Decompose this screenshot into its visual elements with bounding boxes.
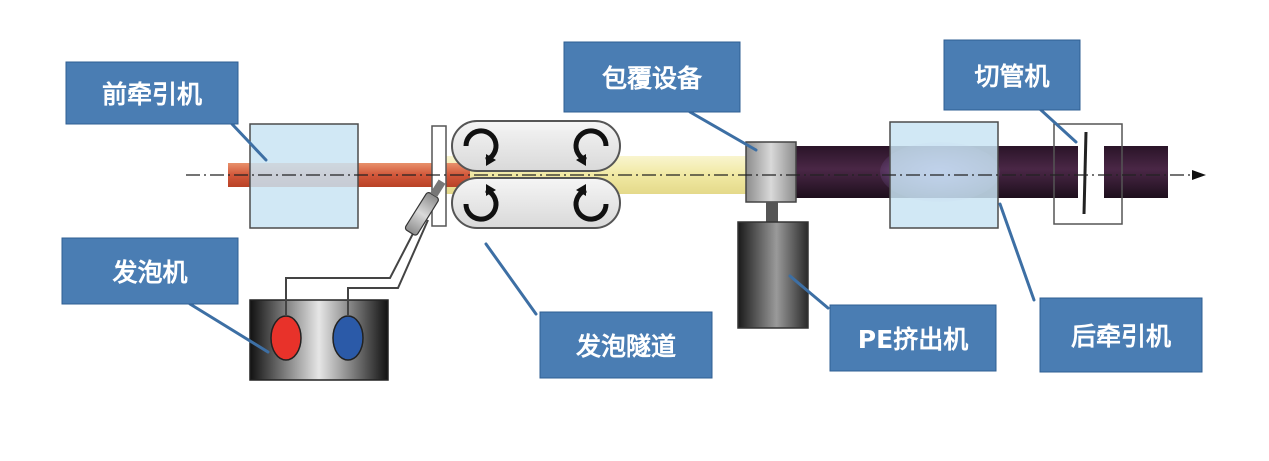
front-puller-frame	[249, 123, 359, 229]
label-pipe-cutter: 切管机	[943, 39, 1081, 111]
leader-line	[230, 122, 268, 162]
leader-line	[484, 242, 538, 316]
label-rear-puller: 后牵引机	[1039, 297, 1203, 373]
label-front-puller: 前牵引机	[65, 61, 239, 125]
leader-line	[788, 274, 830, 310]
label-foaming-machine: 发泡机	[61, 237, 239, 305]
blue-component-tank	[332, 315, 364, 361]
pe-extruder-body	[737, 221, 809, 329]
label-pe-extruder: PE挤出机	[829, 304, 997, 372]
flow-arrow-icon	[1192, 170, 1206, 180]
rotation-arrow-icon	[463, 128, 609, 222]
pipe-cutter-frame	[1053, 123, 1123, 225]
front-puller-label: 前牵引机	[102, 80, 202, 109]
foaming-tunnel	[451, 120, 621, 229]
label-coating-equipment: 包覆设备	[563, 41, 741, 113]
red-component-tank	[270, 315, 302, 361]
cutter-blade	[1082, 131, 1088, 215]
injection-nozzle	[404, 179, 446, 236]
pe-jacketed-pipe-end	[1104, 146, 1168, 198]
pe-extruder-label: PE挤出机	[858, 325, 968, 354]
coating-head-connector	[766, 202, 778, 226]
rear-puller-label: 后牵引机	[1071, 322, 1171, 351]
coating-equipment-label: 包覆设备	[602, 64, 703, 93]
coating-head	[745, 141, 797, 203]
feed-hose	[347, 219, 429, 316]
leader-line	[998, 202, 1036, 302]
leader-lines	[188, 98, 1078, 354]
pipe-cutter-label: 切管机	[974, 62, 1049, 91]
foaming-machine-label: 发泡机	[111, 258, 187, 287]
feed-hose	[285, 219, 421, 316]
guide-plate	[431, 125, 447, 227]
foaming-tunnel-label: 发泡隧道	[575, 332, 676, 361]
label-foaming-tunnel: 发泡隧道	[539, 311, 713, 379]
leader-line	[188, 302, 270, 354]
pe-jacketed-pipe-stub	[1056, 146, 1078, 198]
leader-line	[688, 110, 758, 152]
